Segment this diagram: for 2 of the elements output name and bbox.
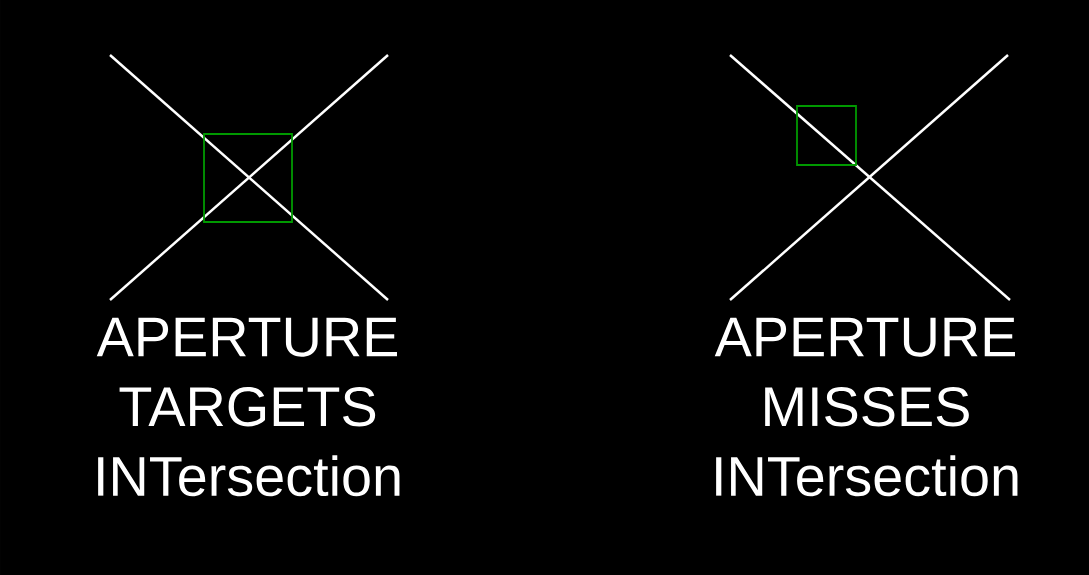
caption-text: APERTURE MISSES INTersection	[714, 317, 1018, 497]
caption-text: APERTURE TARGETS INTersection	[96, 317, 400, 497]
